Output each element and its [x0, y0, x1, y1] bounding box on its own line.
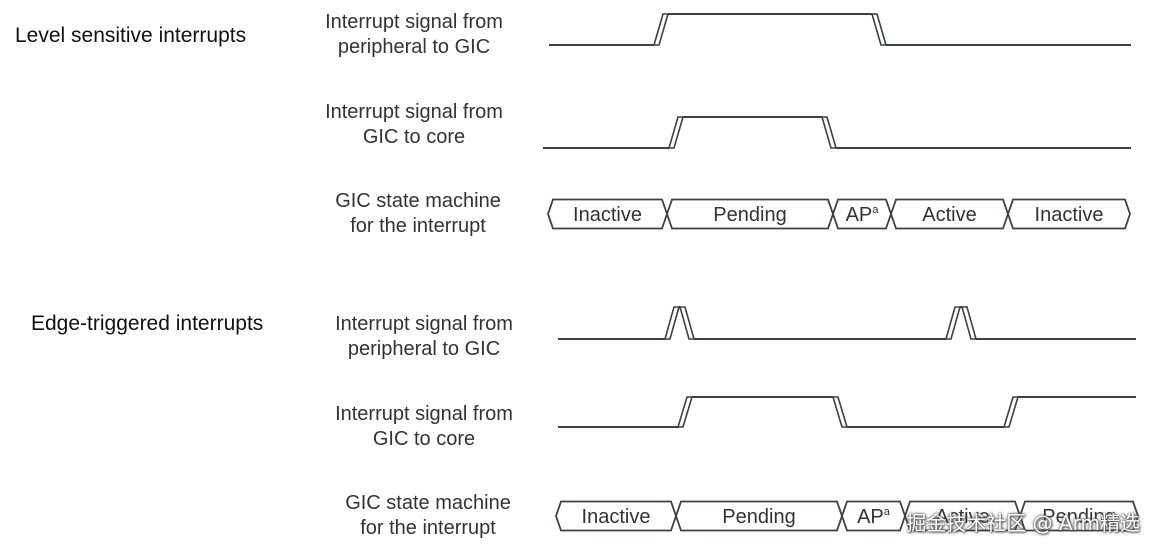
label-line: Interrupt signal from	[335, 313, 513, 335]
watermark: 掘金技术社区 @ Arm精选	[906, 511, 1140, 535]
state-label: Active	[935, 506, 989, 528]
rising-edge	[944, 306, 962, 340]
level-core-signal-label: Interrupt signal from GIC to core	[325, 100, 503, 150]
edge-triggered-title: Edge-triggered interrupts	[31, 312, 264, 335]
state-box	[1007, 198, 1131, 230]
state-label-superscript: a	[872, 204, 879, 216]
state-label-superscript: a	[884, 506, 891, 518]
edge-peripheral-waveform	[558, 306, 1136, 340]
state-label: Pending	[713, 204, 786, 226]
label-line: Interrupt signal from	[325, 101, 503, 123]
level-state-machine-label: GIC state machine for the interrupt	[335, 189, 501, 239]
falling-edge	[960, 306, 978, 340]
level-peripheral-waveform	[549, 13, 1131, 46]
label-line: for the interrupt	[360, 517, 496, 539]
state-label: Inactive	[573, 204, 642, 226]
rising-edge	[667, 116, 685, 149]
falling-edge	[820, 116, 838, 149]
falling-edge	[678, 306, 696, 340]
state-label: APa	[857, 506, 891, 528]
state-box	[1019, 500, 1139, 532]
state-label: APa	[846, 204, 880, 226]
level-sensitive-title: Level sensitive interrupts	[15, 24, 247, 47]
rising-edge	[676, 396, 694, 428]
falling-edge	[831, 396, 849, 428]
level-state-machine: Inactive Pending APa Active Inactive	[547, 198, 1131, 230]
label-line: Interrupt signal from	[335, 403, 513, 425]
level-core-waveform	[543, 116, 1131, 149]
edge-state-machine-label: GIC state machine for the interrupt	[345, 491, 511, 541]
edge-state-machine: Inactive Pending APa Active Pending	[555, 500, 1139, 532]
rising-edge	[1002, 396, 1020, 428]
label-line: peripheral to GIC	[347, 338, 501, 360]
label-line: peripheral to GIC	[337, 36, 491, 58]
falling-edge	[870, 13, 888, 46]
label-line: GIC state machine	[345, 492, 511, 514]
rising-edge	[663, 306, 681, 340]
rising-edge	[652, 13, 670, 46]
state-label: Pending	[722, 506, 795, 528]
label-line: GIC state machine	[335, 190, 501, 212]
label-line: for the interrupt	[350, 215, 486, 237]
edge-core-waveform	[558, 396, 1136, 428]
state-label: Active	[922, 204, 976, 226]
state-label: Inactive	[582, 506, 651, 528]
label-line: Interrupt signal from	[325, 11, 503, 33]
label-line: GIC to core	[372, 428, 476, 450]
edge-peripheral-signal-label: Interrupt signal from peripheral to GIC	[335, 312, 513, 362]
state-label: Inactive	[1035, 204, 1104, 226]
state-label: Pending	[1042, 506, 1115, 528]
label-line: GIC to core	[362, 126, 466, 148]
edge-core-signal-label: Interrupt signal from GIC to core	[335, 402, 513, 452]
level-peripheral-signal-label: Interrupt signal from peripheral to GIC	[325, 10, 503, 60]
